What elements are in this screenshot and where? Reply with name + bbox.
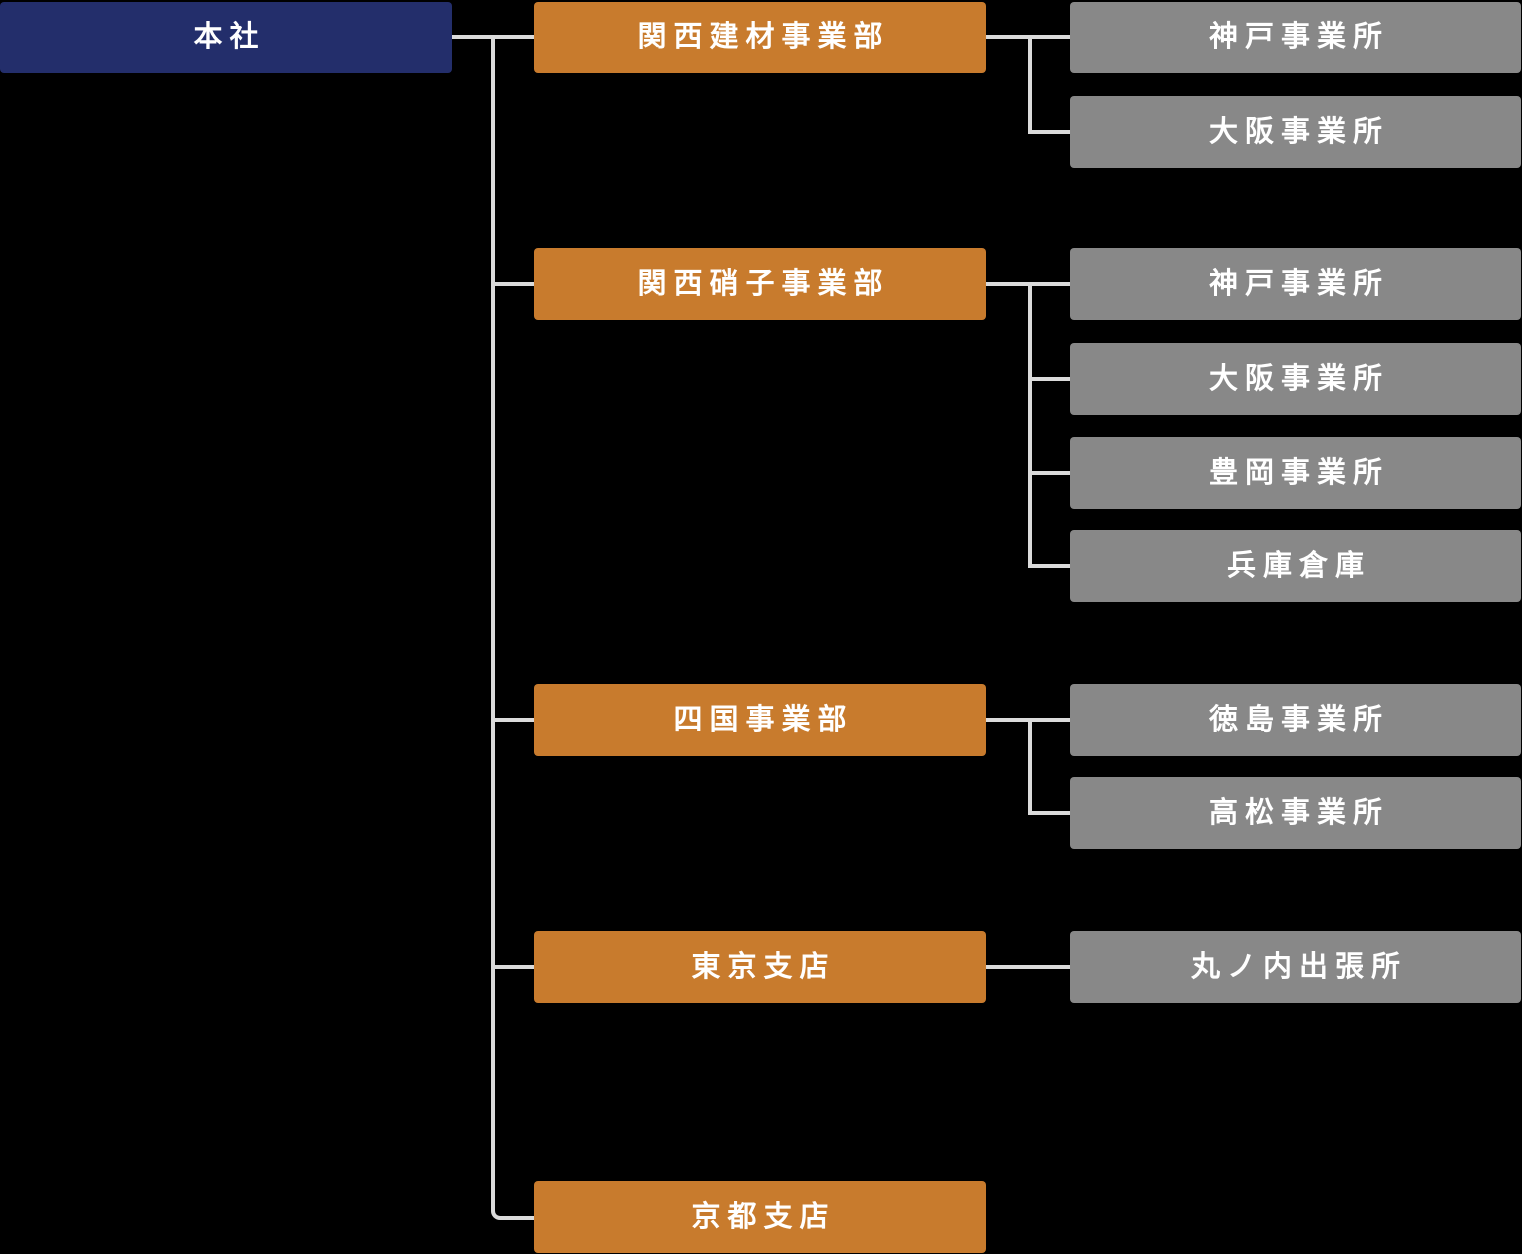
connector-g2-stub-osaka bbox=[1028, 377, 1070, 381]
node-office-marunouchi: 丸ノ内出張所 bbox=[1070, 931, 1521, 1003]
connector-stub-tokyo-branch bbox=[491, 965, 534, 969]
node-division-kansai-kenzai: 関西建材事業部 bbox=[534, 2, 986, 73]
node-office-osaka-1: 大阪事業所 bbox=[1070, 96, 1521, 168]
connector-g2-trunk bbox=[1028, 282, 1032, 568]
node-office-tokushima: 徳島事業所 bbox=[1070, 684, 1521, 756]
node-branch-kyoto: 京都支店 bbox=[534, 1181, 986, 1253]
connector-g4-horizontal bbox=[986, 965, 1070, 969]
connector-g1-trunk bbox=[1028, 35, 1032, 134]
node-office-osaka-2: 大阪事業所 bbox=[1070, 343, 1521, 415]
node-branch-tokyo: 東京支店 bbox=[534, 931, 986, 1003]
node-office-hyogo-warehouse: 兵庫倉庫 bbox=[1070, 530, 1521, 602]
connector-left-trunk-elbow-kyoto bbox=[491, 1198, 534, 1220]
connector-stub-glass-division bbox=[491, 282, 534, 286]
node-division-kansai-glass: 関西硝子事業部 bbox=[534, 248, 986, 320]
connector-g1-stub-osaka bbox=[1028, 130, 1070, 134]
connector-g2-stub-toyooka bbox=[1028, 471, 1070, 475]
node-office-toyooka: 豊岡事業所 bbox=[1070, 437, 1521, 509]
node-head-office: 本社 bbox=[0, 2, 452, 73]
node-division-shikoku: 四国事業部 bbox=[534, 684, 986, 756]
node-office-takamatsu: 高松事業所 bbox=[1070, 777, 1521, 849]
connector-g3-stub-takamatsu bbox=[1028, 811, 1070, 815]
connector-stub-shikoku-division bbox=[491, 718, 534, 722]
connector-g3-trunk bbox=[1028, 718, 1032, 815]
connector-left-trunk bbox=[491, 35, 495, 1198]
node-office-kobe-2: 神戸事業所 bbox=[1070, 248, 1521, 320]
node-office-kobe-1: 神戸事業所 bbox=[1070, 2, 1521, 73]
connector-g2-stub-hyogo bbox=[1028, 564, 1070, 568]
